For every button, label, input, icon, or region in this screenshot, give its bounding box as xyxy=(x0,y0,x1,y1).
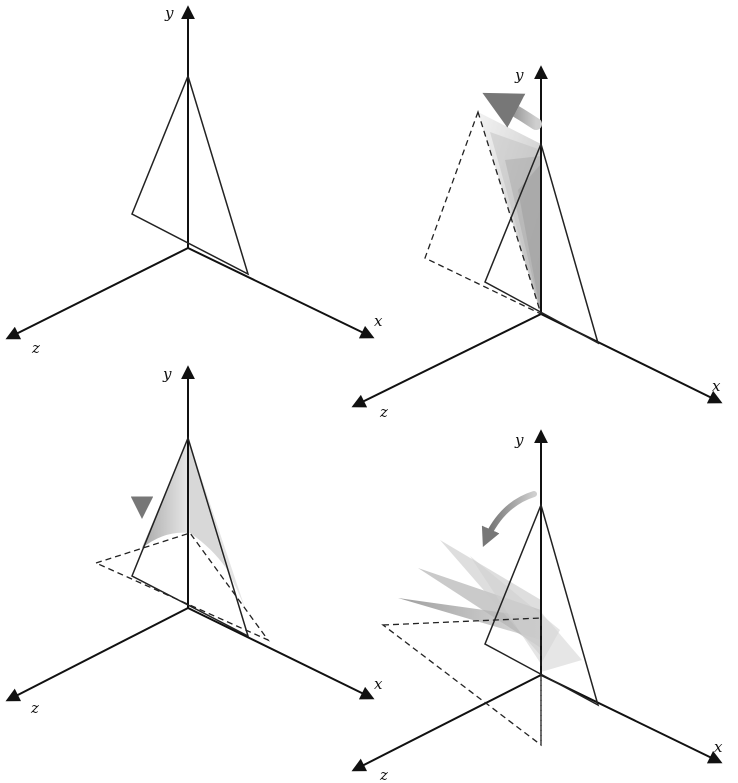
rotation-arrow xyxy=(486,494,534,540)
z-axis-label: z xyxy=(379,403,388,421)
x-axis-label: x xyxy=(374,675,383,693)
panel-fold-down: y x z xyxy=(8,365,383,717)
rotation-arrow xyxy=(496,100,536,124)
x-axis-label: x xyxy=(714,738,723,756)
panel-rotate-about-z: y x z xyxy=(354,431,723,783)
y-axis-label: y xyxy=(514,66,524,84)
sweep-band xyxy=(541,612,582,672)
axes xyxy=(8,368,372,700)
x-axis-label: x xyxy=(374,312,383,330)
x-axis-label: x xyxy=(712,377,721,395)
panel-rotate-about-y: y x z xyxy=(354,66,721,421)
z-axis xyxy=(8,608,188,700)
sweep-shading xyxy=(142,438,246,611)
z-axis-label: z xyxy=(31,339,40,357)
rotated-triangle xyxy=(96,533,268,640)
z-axis-label: z xyxy=(379,766,388,783)
axes xyxy=(8,8,372,338)
x-axis xyxy=(188,248,372,337)
z-axis-label: z xyxy=(30,699,39,717)
y-axis-label: y xyxy=(514,431,524,449)
z-axis xyxy=(8,248,188,338)
x-axis xyxy=(188,608,372,698)
y-axis-label: y xyxy=(164,4,174,22)
sweep-shading xyxy=(398,540,582,672)
y-axis-label: y xyxy=(162,365,172,383)
panel-original: y x z xyxy=(8,4,383,357)
triangle xyxy=(132,76,248,274)
rotated-triangle xyxy=(383,618,541,745)
